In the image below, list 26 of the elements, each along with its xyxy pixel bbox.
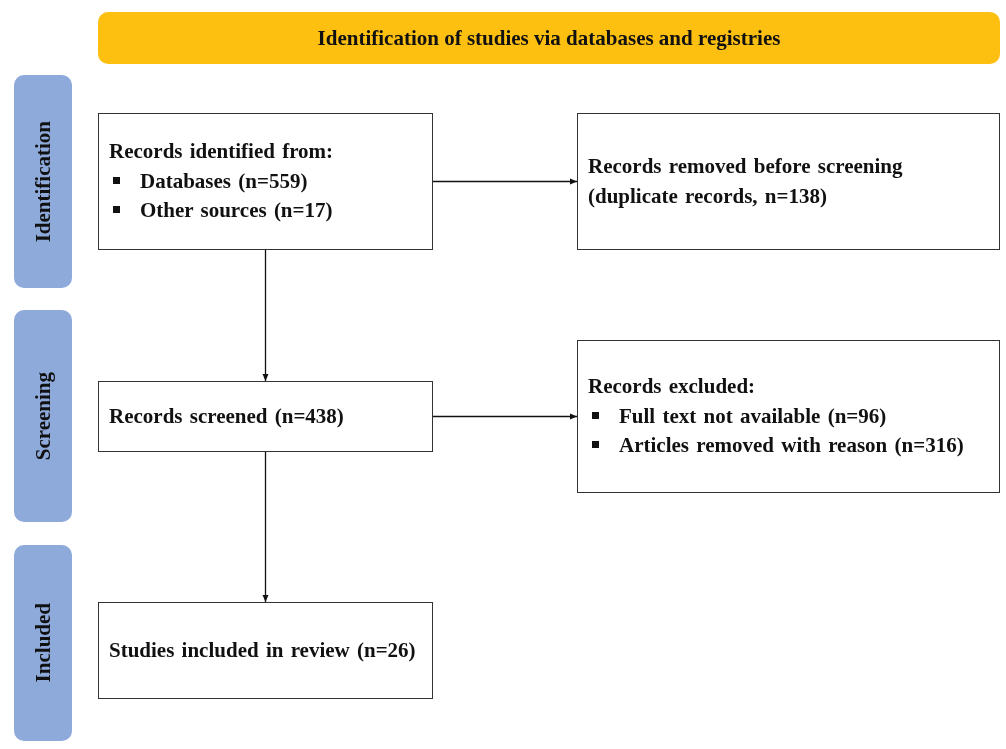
process-box xyxy=(577,340,1000,493)
process-box xyxy=(98,602,433,699)
header-text: Identification of studies via databases and registries xyxy=(317,25,781,51)
phase-text: Screening xyxy=(30,371,56,461)
phase-label xyxy=(14,75,72,288)
phase-label xyxy=(14,545,72,741)
section-header xyxy=(98,12,1000,64)
box-text: Records removed before screening (duplicate records, n=138) xyxy=(588,153,904,210)
arrow xyxy=(262,249,269,382)
list-item-text: Full text not available (n=96) xyxy=(619,402,887,430)
box-text: Records excluded: xyxy=(588,373,757,401)
list-item-text: Other sources (n=17) xyxy=(140,197,333,225)
list-item-text: Databases (n=559) xyxy=(140,167,308,195)
phase-text: Identification xyxy=(30,120,56,243)
phase-text: Included xyxy=(30,603,56,683)
box-text: Studies included in review (n=26) xyxy=(109,636,417,664)
arrow xyxy=(432,413,578,420)
box-text: Records screened (n=438) xyxy=(109,402,345,430)
arrow xyxy=(262,451,269,603)
process-box xyxy=(98,113,433,250)
process-box xyxy=(98,381,433,452)
phase-label xyxy=(14,310,72,522)
list-item-text: Articles removed with reason (n=316) xyxy=(619,432,964,460)
arrow xyxy=(432,178,578,185)
process-box xyxy=(577,113,1000,250)
box-text: Records identified from: xyxy=(109,138,335,166)
